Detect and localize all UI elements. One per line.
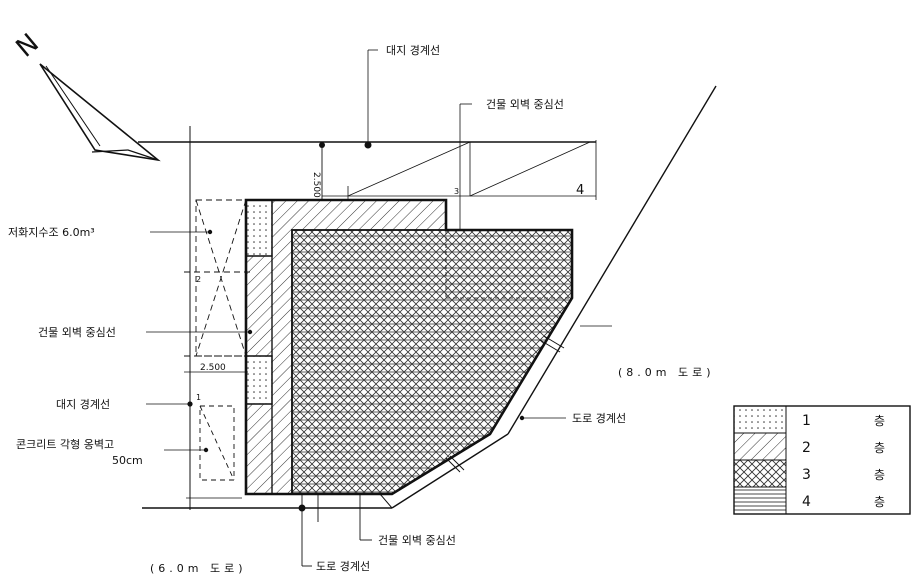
fire-tank-area [184, 199, 250, 357]
north-arrow: N [11, 28, 161, 162]
label-bldg-wall-center-left: 건물 외벽 중심선 [38, 326, 116, 339]
legend-unit-1: 층 [874, 414, 885, 428]
legend-row-4: 4 층 [733, 486, 885, 515]
building-outline [244, 198, 574, 496]
legend: 1 층 2 층 3 층 4 층 [733, 405, 911, 515]
label-road-boundary-bottom: 도로 경계선 [316, 560, 370, 573]
legend-row-1: 1 층 [733, 405, 885, 434]
legend-floor-2: 2 [802, 440, 811, 456]
left-setback-dim: 2.500 2 1 [184, 275, 248, 402]
label-road-bottom: (6.0m 도로) [150, 562, 247, 575]
legend-unit-2: 층 [874, 441, 885, 455]
bottom-dim-marks [298, 494, 372, 567]
label-bldg-wall-center-bottom: 건물 외벽 중심선 [378, 534, 456, 547]
label-site-boundary-left: 대지 경계선 [56, 398, 110, 411]
top-setback-dim: 2.500 [311, 142, 349, 200]
retaining-wall-area [199, 405, 235, 481]
sky-exposure-lines [322, 141, 596, 197]
label-retaining-wall-sub: 50cm [112, 454, 143, 467]
north-mark: N [11, 28, 45, 63]
label-retaining-wall: 콘크리트 각형 옹벽고 [16, 438, 114, 451]
legend-floor-1: 1 [802, 413, 811, 429]
label-road-boundary-right: 도로 경계선 [572, 412, 626, 425]
label-road-right: (8.0m 도로) [618, 366, 715, 379]
site-boundary-top-leader [364, 49, 378, 149]
floor-3-4-area [291, 229, 573, 495]
top-setback-value: 2.500 [311, 172, 321, 198]
legend-unit-4: 층 [874, 495, 885, 509]
legend-row-3: 3 층 [733, 459, 885, 488]
legend-unit-3: 층 [874, 468, 885, 482]
road-setback-markers [379, 335, 565, 509]
leader-lines [146, 229, 612, 453]
small-dim-1: 1 [196, 393, 201, 402]
slope-ratio: 4 [576, 183, 584, 198]
left-setback-value: 2.500 [200, 363, 226, 373]
legend-floor-3: 3 [802, 467, 811, 483]
small-dim-2: 2 [196, 275, 201, 284]
small-dim-3: 3 [454, 187, 459, 196]
label-fire-tank: 저화지수조 6.0m³ [8, 226, 95, 239]
legend-floor-4: 4 [802, 494, 811, 510]
label-site-boundary-top: 대지 경계선 [386, 44, 440, 57]
label-bldg-wall-center-top: 건물 외벽 중심선 [486, 98, 564, 111]
